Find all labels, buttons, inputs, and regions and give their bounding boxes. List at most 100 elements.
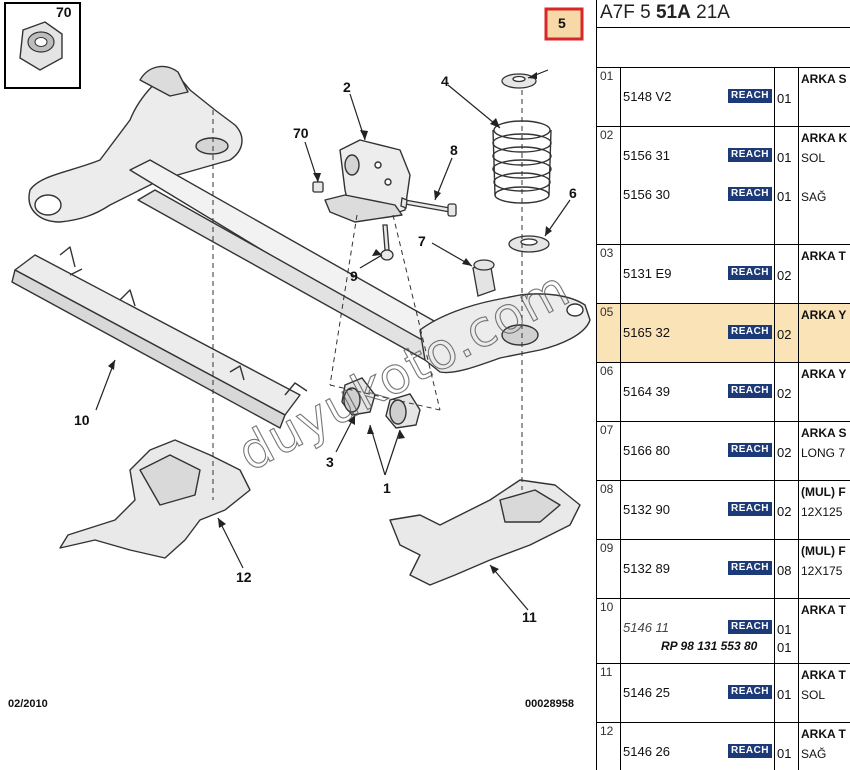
axle-beam[interactable] (28, 65, 591, 374)
reach-badge: REACH (728, 502, 772, 516)
highlight-callout-box[interactable] (544, 7, 584, 41)
row-quantities: 01 (775, 723, 799, 770)
description-title: ARKA K (801, 131, 848, 145)
callout-8[interactable]: 8 (450, 142, 458, 158)
reference-line: RP 98 131 553 80 (621, 637, 774, 655)
callout-7[interactable]: 7 (418, 233, 426, 249)
bracket-2[interactable] (324, 139, 411, 223)
quantity: 08 (777, 563, 792, 578)
part-number[interactable]: 5146 11 (623, 620, 670, 635)
quantity: 02 (777, 268, 792, 283)
reference-line: 5164 39 REACH (621, 383, 774, 401)
bushings-1-3[interactable] (341, 377, 421, 429)
callout-1[interactable]: 1 (383, 480, 391, 496)
row-quantities: 02 (775, 363, 799, 421)
callout-4[interactable]: 4 (441, 73, 449, 89)
spring-seat-6[interactable] (508, 235, 550, 253)
row-number: 01 (597, 68, 621, 126)
part-number[interactable]: 5166 80 (623, 443, 670, 458)
reference-header: A7F 5 51A 21A (597, 0, 850, 28)
callout-9[interactable]: 9 (350, 268, 358, 284)
part-number[interactable]: 5146 26 (623, 744, 670, 759)
description-title: ARKA T (801, 603, 846, 617)
bolt-9[interactable] (380, 224, 394, 261)
reference-line: 5156 31 REACH (621, 147, 774, 165)
reach-badge: REACH (728, 685, 772, 699)
bump-stop-7[interactable] (472, 259, 496, 297)
description-detail: SAĞ (801, 190, 827, 204)
callout-3[interactable]: 3 (326, 454, 334, 470)
row-number: 05 (597, 304, 621, 362)
watermark: duyukoto.com (228, 259, 579, 482)
part-number[interactable]: 5156 31 (623, 148, 670, 163)
row-number: 02 (597, 127, 621, 244)
row-references: 5164 39 REACH (621, 363, 775, 421)
row-number: 12 (597, 723, 621, 770)
reach-badge: REACH (728, 620, 772, 634)
reach-badge: REACH (728, 384, 772, 398)
row-quantities: 08 (775, 540, 799, 598)
part-number[interactable]: 5148 V2 (623, 89, 672, 104)
row-number: 08 (597, 481, 621, 539)
drawing-number: 00028958 (525, 698, 574, 710)
bolt-8[interactable] (400, 197, 457, 217)
shield-12[interactable] (59, 439, 251, 559)
part-number[interactable]: 5156 30 (623, 187, 670, 202)
description-title: ARKA Y (801, 367, 847, 381)
row-description: ARKA T (799, 599, 850, 663)
nut-icon[interactable] (19, 21, 63, 71)
callout-2[interactable]: 2 (343, 79, 351, 95)
row-references: 5146 25 REACH (621, 664, 775, 722)
row-number: 10 (597, 599, 621, 663)
callout-12[interactable]: 12 (236, 569, 252, 585)
reference-line: 5146 11 REACH (621, 619, 774, 637)
quantity: 01 (777, 640, 792, 655)
callout-11[interactable]: 11 (522, 609, 537, 625)
quantity: 01 (777, 91, 792, 106)
callout-10[interactable]: 10 (74, 412, 90, 428)
callout-5[interactable]: 5 (558, 15, 566, 31)
part-number[interactable]: 5146 25 (623, 685, 670, 700)
row-description: ARKA T (799, 245, 850, 303)
part-number[interactable]: 5165 32 (623, 325, 670, 340)
row-references: 5132 90 REACH (621, 481, 775, 539)
part-number[interactable]: 5131 E9 (623, 266, 672, 281)
callout-6[interactable]: 6 (569, 185, 577, 201)
spring-seat-5[interactable] (501, 73, 537, 89)
callout-70[interactable]: 70 (293, 125, 309, 141)
shield-11[interactable] (389, 479, 581, 586)
diagram-drawing: 70 5 (4, 2, 591, 710)
row-quantities: 02 (775, 422, 799, 480)
description-title: ARKA S (801, 72, 847, 86)
part-number[interactable]: 5132 90 (623, 502, 670, 517)
nut-70[interactable] (312, 181, 324, 193)
row-number: 11 (597, 664, 621, 722)
replacement-number[interactable]: RP 98 131 553 80 (661, 639, 758, 653)
exploded-diagram: 70 5 (4, 2, 591, 710)
description-title: ARKA T (801, 668, 846, 682)
part-number[interactable]: 5132 89 (623, 561, 670, 576)
callout-70-inset[interactable]: 70 (56, 4, 72, 20)
part-number[interactable]: 5164 39 (623, 384, 670, 399)
tube-bar-10[interactable] (11, 246, 308, 429)
reach-badge: REACH (728, 148, 772, 162)
